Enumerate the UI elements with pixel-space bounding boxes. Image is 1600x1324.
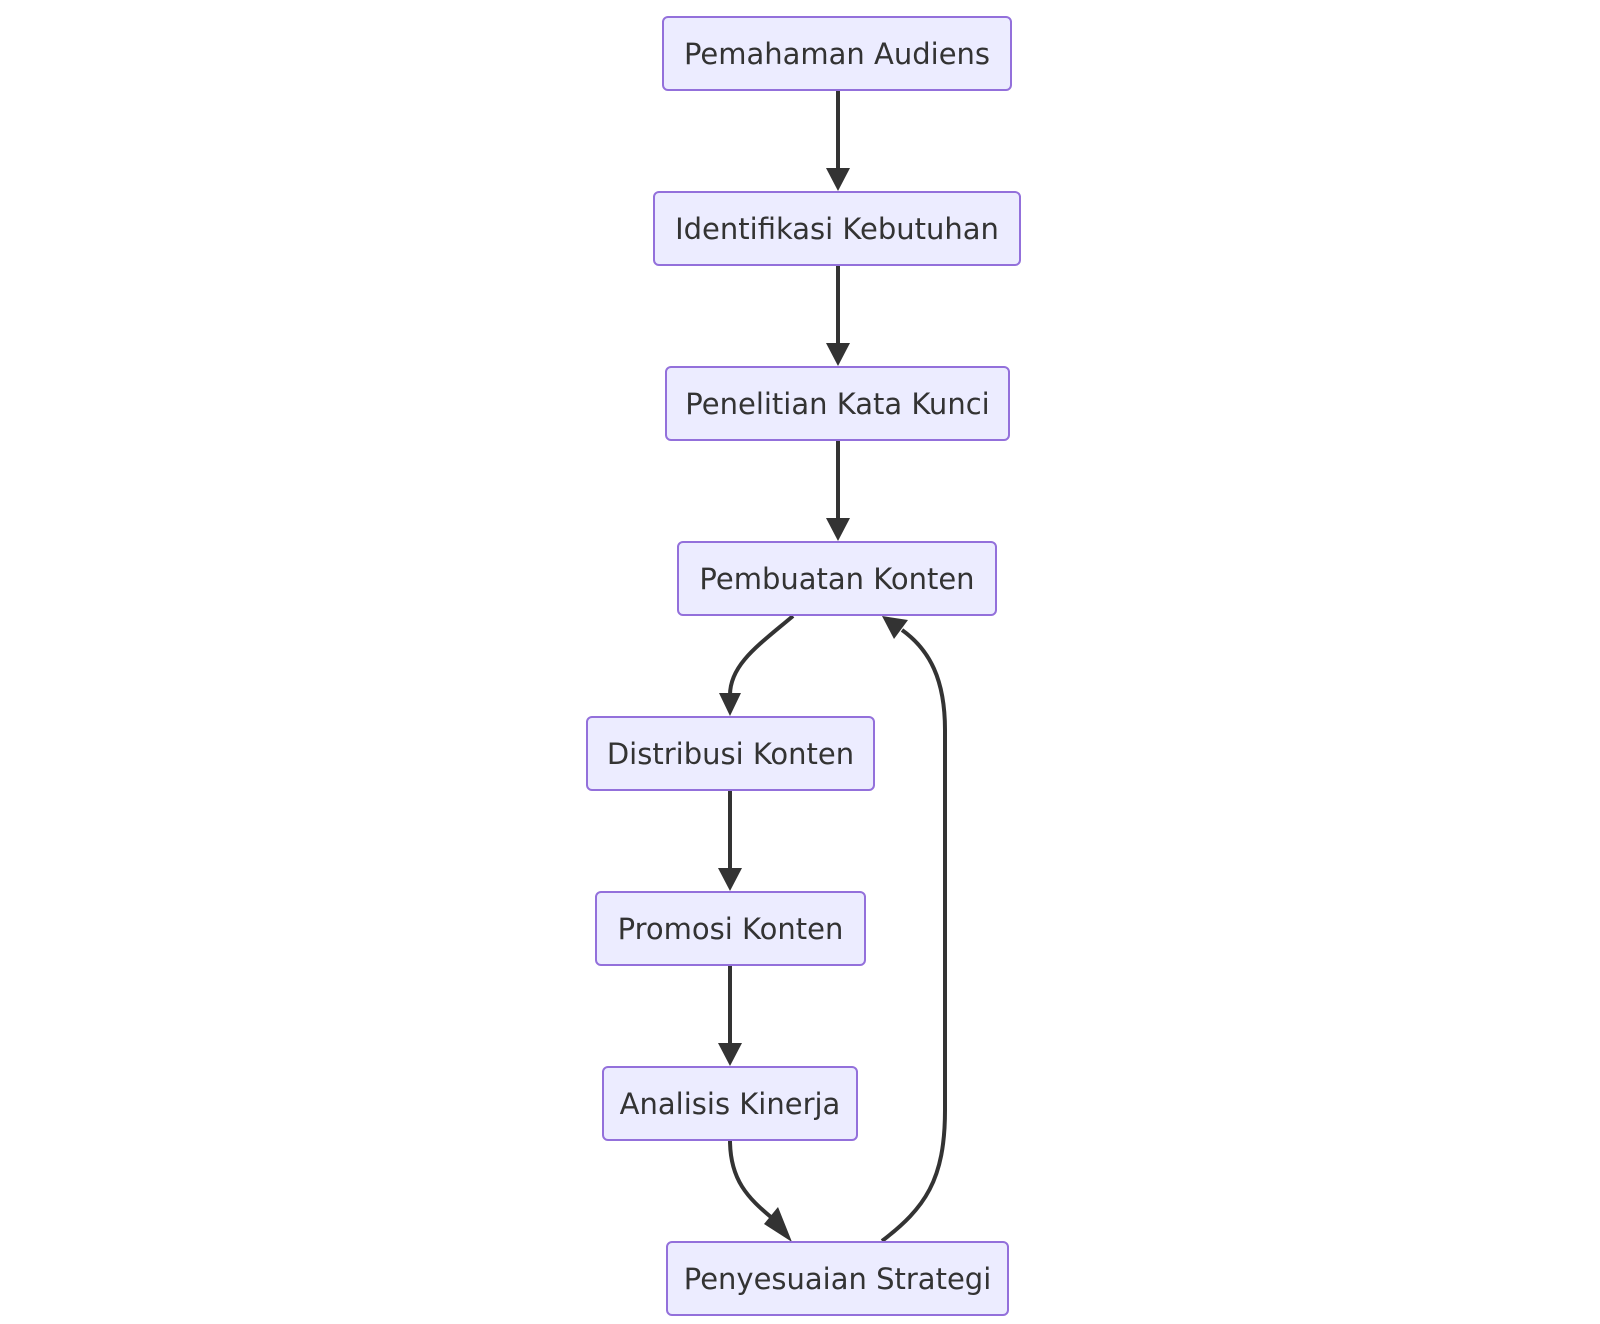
edge-analisis-to-penyesuaian — [728, 1139, 774, 1220]
node-pemahaman-audiens: Pemahaman Audiens — [662, 16, 1012, 91]
node-penelitian-kata-kunci: Penelitian Kata Kunci — [665, 366, 1010, 441]
arrowhead-pembuatan-loop — [882, 616, 908, 639]
arrowhead-promosi — [718, 868, 742, 891]
arrowhead-penyesuaian — [764, 1207, 792, 1242]
arrowhead-penelitian — [826, 343, 850, 366]
node-identifikasi-kebutuhan: Identifikasi Kebutuhan — [653, 191, 1021, 266]
arrowhead-distribusi — [719, 693, 741, 716]
node-promosi-konten: Promosi Konten — [595, 891, 866, 966]
node-distribusi-konten: Distribusi Konten — [586, 716, 875, 791]
arrowhead-analisis — [718, 1043, 742, 1066]
node-analisis-kinerja: Analisis Kinerja — [602, 1066, 858, 1141]
arrowhead-identifikasi — [826, 168, 850, 191]
node-pembuatan-konten: Pembuatan Konten — [677, 541, 997, 616]
arrowhead-pembuatan — [826, 518, 850, 541]
node-penyesuaian-strategi: Penyesuaian Strategi — [666, 1241, 1009, 1316]
edge-pembuatan-to-distribusi — [728, 614, 795, 696]
edge-penyesuaian-to-pembuatan — [880, 628, 947, 1243]
